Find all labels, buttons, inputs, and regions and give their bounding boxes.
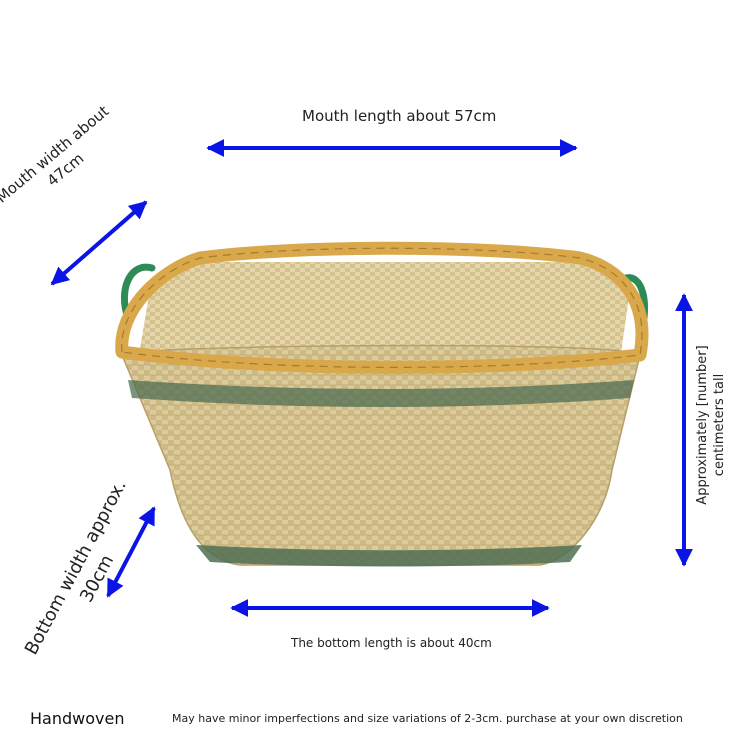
basket-body [121, 344, 641, 566]
basket-image [115, 241, 649, 567]
footer-disclaimer: May have minor imperfections and size va… [172, 712, 683, 725]
footer-brand: Handwoven [30, 709, 125, 728]
height-label: Approximately [number] centimeters tall [694, 340, 728, 510]
basket-rim [115, 241, 649, 374]
bottom-width-arrow [106, 506, 156, 598]
height-line-1: Approximately [number] [695, 345, 710, 505]
height-line-2: centimeters tall [712, 373, 727, 477]
mouth-length-label: Mouth length about 57cm [302, 107, 497, 125]
mouth-width-arrow [50, 200, 148, 286]
bottom-length-label: The bottom length is about 40cm [291, 636, 492, 650]
